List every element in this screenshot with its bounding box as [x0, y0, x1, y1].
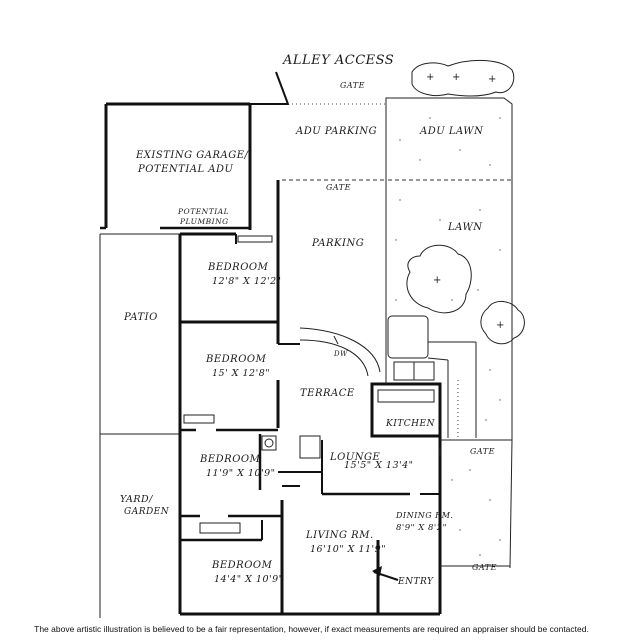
fence-lines [282, 97, 514, 569]
garage-label-line1: EXISTING GARAGE/ [135, 150, 250, 161]
adu-parking-label: ADU PARKING [295, 126, 377, 137]
svg-text:+: + [433, 275, 442, 286]
potential-plumbing-line2: PLUMBING [179, 217, 229, 226]
lounge-name: LOUNGE [329, 452, 381, 463]
entry-arrow [372, 566, 399, 581]
entry-label: ENTRY [397, 577, 434, 587]
terrace-label: TERRACE [300, 388, 355, 399]
gate-top-label: GATE [340, 81, 365, 90]
patio-label: PATIO [123, 312, 158, 323]
lawn-label: LAWN [447, 222, 483, 233]
bedroom4-name: BEDROOM [211, 560, 273, 571]
bedroom1-size: 12'8" X 12'2" [212, 276, 282, 287]
living-size: 16'10" X 11'9" [310, 544, 386, 555]
room-labels: ALLEY ACCESS GATE ADU PARKING ADU LAWN E… [120, 53, 497, 587]
landscaping: + + + + + [395, 59, 525, 556]
bedroom2-size: 15' X 12'8" [212, 368, 270, 379]
gate-mid-label: GATE [326, 183, 351, 192]
dining-name: DINING RM. [395, 511, 453, 520]
outer-walls [99, 71, 440, 618]
garage-label-line2: POTENTIAL ADU [137, 164, 234, 175]
adu-lawn-label: ADU LAWN [419, 126, 484, 137]
dw-label: DW [333, 350, 348, 358]
bedroom1-name: BEDROOM [207, 262, 269, 273]
gate-right-label: GATE [470, 447, 495, 456]
disclaimer-footer: The above artistic illustration is belie… [34, 624, 589, 634]
potential-plumbing-line1: POTENTIAL [177, 207, 229, 216]
living-name: LIVING RM. [305, 530, 374, 541]
svg-text:+: + [426, 72, 435, 83]
bedroom3-name: BEDROOM [199, 454, 261, 465]
svg-text:+: + [488, 74, 497, 85]
bedroom4-size: 14'4" X 10'9" [214, 574, 284, 585]
interior-walls [180, 180, 442, 614]
yard-label-line2: GARDEN [124, 507, 170, 517]
alley-access-label: ALLEY ACCESS [282, 53, 394, 68]
yard-label-line1: YARD/ [120, 494, 153, 505]
parking-label: PARKING [311, 238, 364, 249]
gate-bottom-label: GATE [472, 563, 497, 572]
svg-text:+: + [496, 320, 505, 331]
lounge-size: 15'5" X 13'4" [344, 460, 414, 471]
dining-size: 8'9" X 8'2" [396, 523, 447, 533]
svg-text:+: + [452, 72, 461, 83]
bedroom2-name: BEDROOM [205, 354, 267, 365]
kitchen-label: KITCHEN [385, 419, 436, 429]
bedroom3-size: 11'9" X 10'9" [206, 468, 276, 479]
